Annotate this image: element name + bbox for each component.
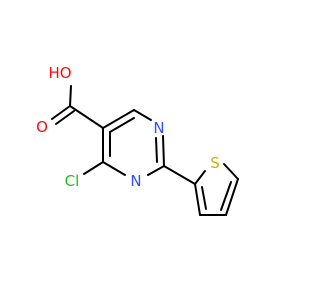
atom-label-nitrogen-1: N xyxy=(153,119,164,137)
bond-th-c5-c4-inner xyxy=(220,181,232,211)
atom-label-nitrogen-3: N xyxy=(130,172,141,190)
structure-canvas: HO O Cl N N S xyxy=(36,64,239,216)
bond-th-c3-c2-inner xyxy=(201,186,207,210)
bond-c-o-double-1 xyxy=(51,105,71,120)
bond-group xyxy=(51,85,239,216)
bond-c5-c6-inner xyxy=(109,117,135,133)
bond-th-s-c5 xyxy=(223,163,239,180)
bond-n1-c2-inner xyxy=(155,137,158,163)
bond-c2-n3 xyxy=(147,165,165,176)
atom-label-sulfur: S xyxy=(210,154,220,172)
bond-c2-thiophene xyxy=(163,165,196,185)
atom-labels: HO O Cl N N S xyxy=(36,64,220,190)
bond-cooh-c5 xyxy=(69,105,104,129)
atom-label-chlorine: Cl xyxy=(65,172,80,190)
atom-label-carbonyl-oxygen: O xyxy=(36,118,48,136)
bond-n1-c2 xyxy=(162,135,165,167)
bond-n3-c4 xyxy=(102,161,126,176)
bond-th-c2-s xyxy=(194,170,206,185)
molecule-structure: HO O Cl N N S xyxy=(36,64,239,216)
bond-c-o-double-2 xyxy=(55,110,75,125)
bond-c5-c6 xyxy=(102,109,135,129)
bond-th-c3-c2 xyxy=(194,183,201,216)
bond-th-c5-c4 xyxy=(225,178,239,216)
bond-c6-n1 xyxy=(133,109,152,121)
atom-label-hydroxyl: HO xyxy=(48,64,71,82)
bond-c4-cl xyxy=(83,161,104,175)
bond-c-oh xyxy=(69,85,72,107)
